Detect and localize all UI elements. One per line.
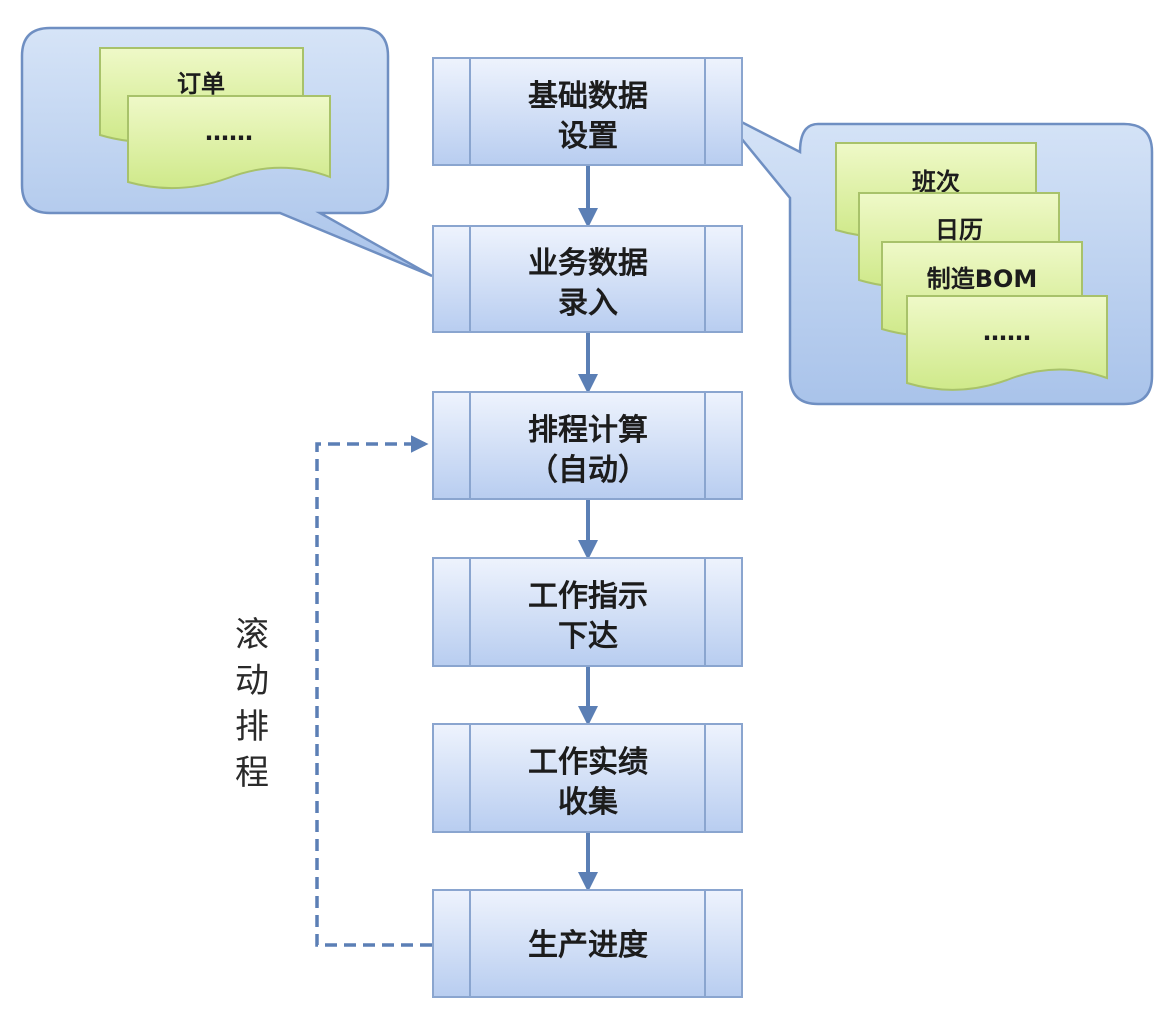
step-3: 排程计算 （自动） <box>432 391 743 500</box>
left-doc-2: …… <box>127 95 331 190</box>
step-1: 基础数据 设置 <box>432 57 743 166</box>
step-6-line1: 生产进度 <box>528 928 648 963</box>
rolling-label-char-2: 动 <box>235 661 269 701</box>
left-doc-2-label: …… <box>205 118 253 146</box>
step-4: 工作指示 下达 <box>432 557 743 667</box>
step-3-line1: 排程计算 <box>528 413 648 448</box>
step-2-line1: 业务数据 <box>528 246 648 281</box>
step-1-line1: 基础数据 <box>528 79 648 114</box>
rolling-label-char-3: 排 <box>235 707 269 747</box>
right-doc-2-label: 日历 <box>935 216 983 244</box>
rolling-label-char-4: 程 <box>235 753 269 793</box>
right-doc-1-label: 班次 <box>912 168 960 196</box>
step-2: 业务数据 录入 <box>432 225 743 333</box>
step-1-line2: 设置 <box>558 119 618 154</box>
step-3-line2: （自动） <box>528 453 648 488</box>
step-5-line2: 收集 <box>558 785 619 820</box>
right-doc-3-label: 制造BOM <box>927 265 1038 293</box>
right-callout: 班次 日历 制造BOM …… <box>717 108 1154 406</box>
left-doc-1-label: 订单 <box>177 70 225 98</box>
step-4-line2: 下达 <box>558 619 618 654</box>
step-5: 工作实绩 收集 <box>432 723 743 833</box>
right-doc-4: …… <box>906 295 1108 391</box>
step-5-line1: 工作实绩 <box>528 745 648 780</box>
left-callout: 订单 …… <box>20 26 433 278</box>
step-4-line1: 工作指示 <box>528 579 648 614</box>
rolling-label: 滚 动 排 程 <box>235 615 269 793</box>
rolling-label-char-1: 滚 <box>235 615 269 655</box>
right-doc-4-label: …… <box>983 318 1031 346</box>
step-6: 生产进度 <box>432 889 743 998</box>
rolling-loop-arrow <box>315 435 432 947</box>
step-2-line2: 录入 <box>558 286 618 321</box>
